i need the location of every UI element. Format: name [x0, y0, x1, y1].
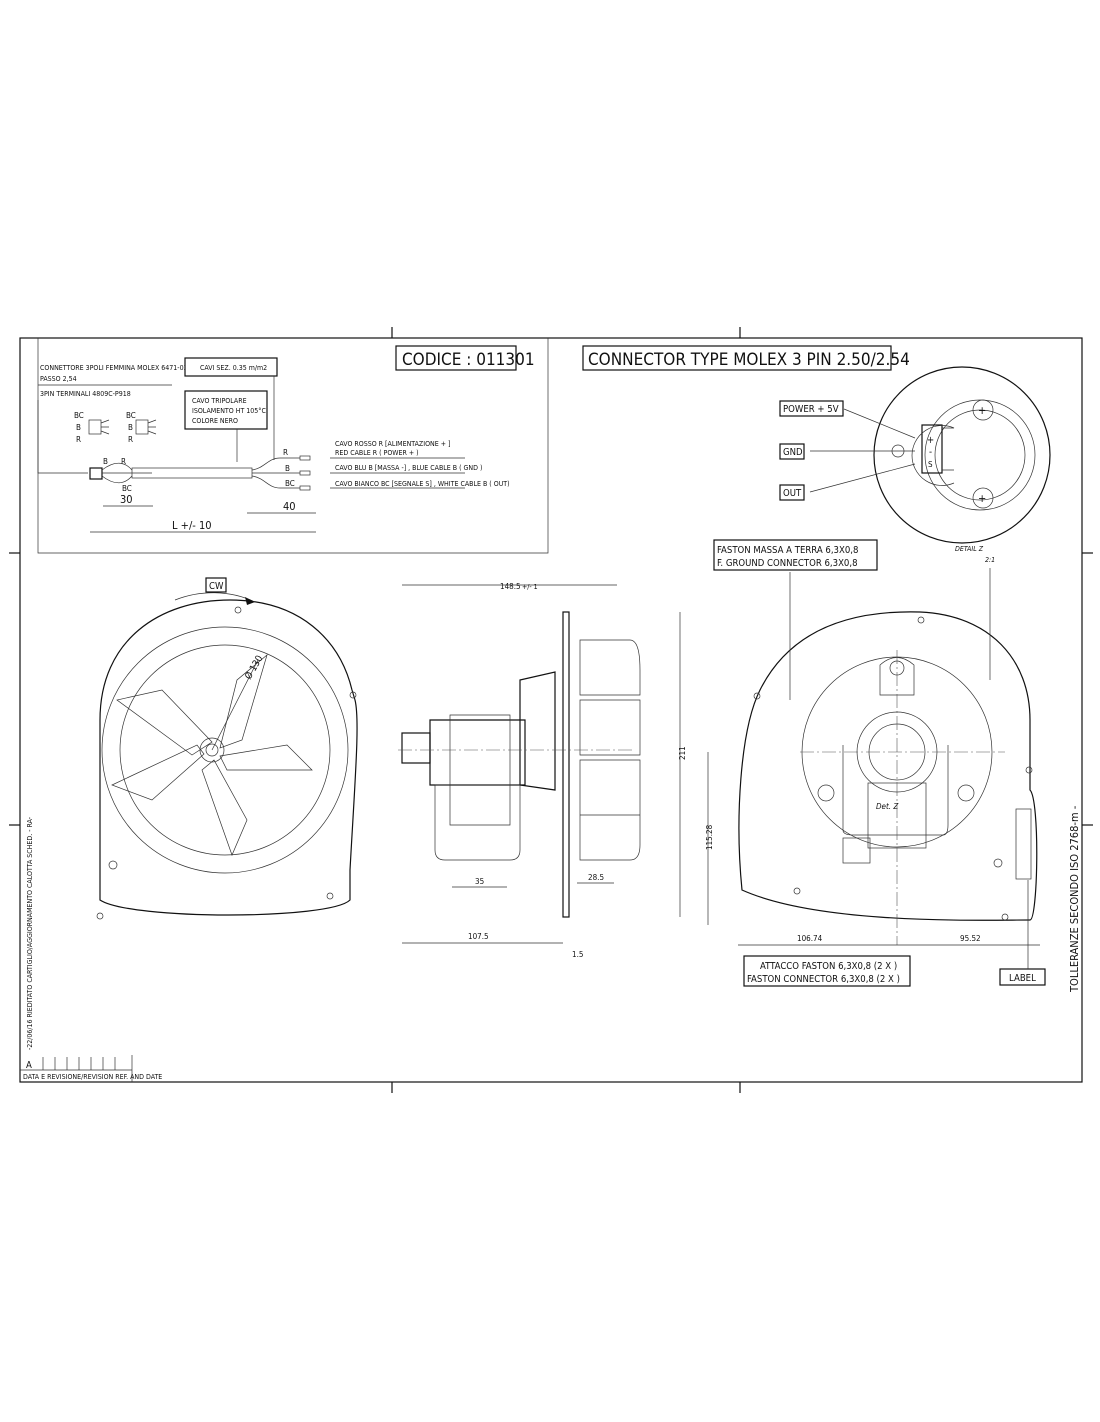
pin-s-label: S	[928, 460, 933, 469]
code-box	[395, 345, 517, 371]
dim-length: L +/- 10	[172, 519, 212, 532]
connector-title-box	[582, 345, 892, 371]
dim-40: 40	[283, 500, 296, 513]
revision-block: -22/06/16 RIEDITATO CARTIGLIO/AGGIORNAME…	[20, 817, 162, 1082]
out-label: OUT	[783, 488, 802, 499]
wire-label: R	[283, 448, 288, 457]
faston-note: FASTON CONNECTOR 6,3X0,8 (2 X )	[747, 974, 900, 985]
drawing-frame	[19, 337, 1083, 1083]
red-cable-note: RED CABLE R ( POWER + )	[335, 449, 419, 457]
wire-label: B	[76, 423, 81, 432]
front-view	[96, 592, 358, 920]
cable-type-line: COLORE NERO	[192, 417, 238, 425]
dim-106-74: 106.74	[797, 934, 823, 943]
wire-label: BC	[285, 479, 295, 488]
frame-ticks	[9, 327, 1093, 1093]
white-cable-note: CAVO BIANCO BC [SEGNALE S] , WHITE CABLE…	[335, 480, 510, 488]
code-label: CODICE : 011301	[402, 350, 535, 370]
wire-label: B	[285, 464, 290, 473]
height-115-dim: 115.28	[705, 824, 714, 850]
revision-row-label: DATA E REVISIONE/REVISION REF. AND DATE	[23, 1073, 162, 1081]
revision-letter: A	[26, 1060, 32, 1071]
wire-label: R	[121, 457, 126, 466]
side-view	[398, 611, 641, 918]
red-cable-note: CAVO ROSSO R [ALIMENTAZIONE + ]	[335, 440, 450, 448]
tolerance-note: TOLLERANZE SECONDO ISO 2768-m -	[1068, 805, 1081, 993]
height-dim: 211	[678, 746, 687, 760]
overall-tolerance: +/- 1	[522, 583, 538, 591]
rotation-label: CW	[209, 581, 224, 592]
wire-label: BC	[122, 484, 132, 493]
dim-1-5: 1.5	[572, 950, 583, 959]
dim-28-5: 28.5	[588, 873, 604, 882]
cable-type-line: CAVO TRIPOLARE	[192, 397, 247, 405]
cable-section-note: CAVI SEZ. 0.35 m/m2	[200, 364, 267, 372]
rear-view: Det. Z	[738, 568, 1038, 945]
overall-width: 148.5	[500, 582, 521, 591]
cable-type-line: ISOLAMENTO HT 105°C	[192, 407, 266, 415]
det-z-label: Det. Z	[876, 802, 899, 811]
ground-faston-note: FASTON MASSA A TERRA 6,3X0,8	[717, 545, 858, 556]
wire-label: BC	[74, 411, 84, 420]
blue-cable-note: CAVO BLU B [MASSA -] , BLUE CABLE B ( GN…	[335, 464, 482, 472]
pitch-note: PASSO 2,54	[40, 375, 77, 383]
cable-detail: CONNETTORE 3POLI FEMMINA MOLEX 6471-031 …	[37, 338, 549, 554]
faston-note: ATTACCO FASTON 6,3X0,8 (2 X )	[760, 961, 897, 972]
svg-text:+: +	[978, 404, 986, 417]
power-label: POWER + 5V	[783, 404, 839, 415]
dim-107-5: 107.5	[468, 932, 489, 941]
wire-label: R	[128, 435, 133, 444]
detail-z: + + + - S	[809, 366, 1051, 544]
gnd-label: GND	[783, 447, 803, 458]
connector-title: CONNECTOR TYPE MOLEX 3 PIN 2.50/2.54	[588, 350, 910, 370]
wire-label: B	[103, 457, 108, 466]
pin-minus-label: -	[929, 447, 932, 458]
dim-30: 30	[120, 493, 133, 506]
ground-faston-note: F. GROUND CONNECTOR 6,3X0,8	[717, 558, 858, 569]
diameter-label: Ø 130	[243, 654, 265, 682]
detail-z-title: DETAIL Z	[955, 545, 984, 553]
revision-note: -22/06/16 RIEDITATO CARTIGLIO/AGGIORNAME…	[26, 817, 34, 1050]
dim-35: 35	[475, 877, 484, 886]
svg-text:+: +	[978, 492, 986, 505]
wire-label: BC	[126, 411, 136, 420]
pin-plus-label: +	[927, 435, 934, 446]
label-box: LABEL	[1009, 973, 1036, 984]
detail-z-scale: 2:1	[985, 556, 995, 564]
wire-label: R	[76, 435, 81, 444]
dim-95-52: 95.52	[960, 934, 981, 943]
connector-note: CONNETTORE 3POLI FEMMINA MOLEX 6471-031	[40, 364, 192, 372]
terminals-note: 3PIN TERMINALI 4809C-P918	[40, 390, 131, 398]
wire-label: B	[128, 423, 133, 432]
